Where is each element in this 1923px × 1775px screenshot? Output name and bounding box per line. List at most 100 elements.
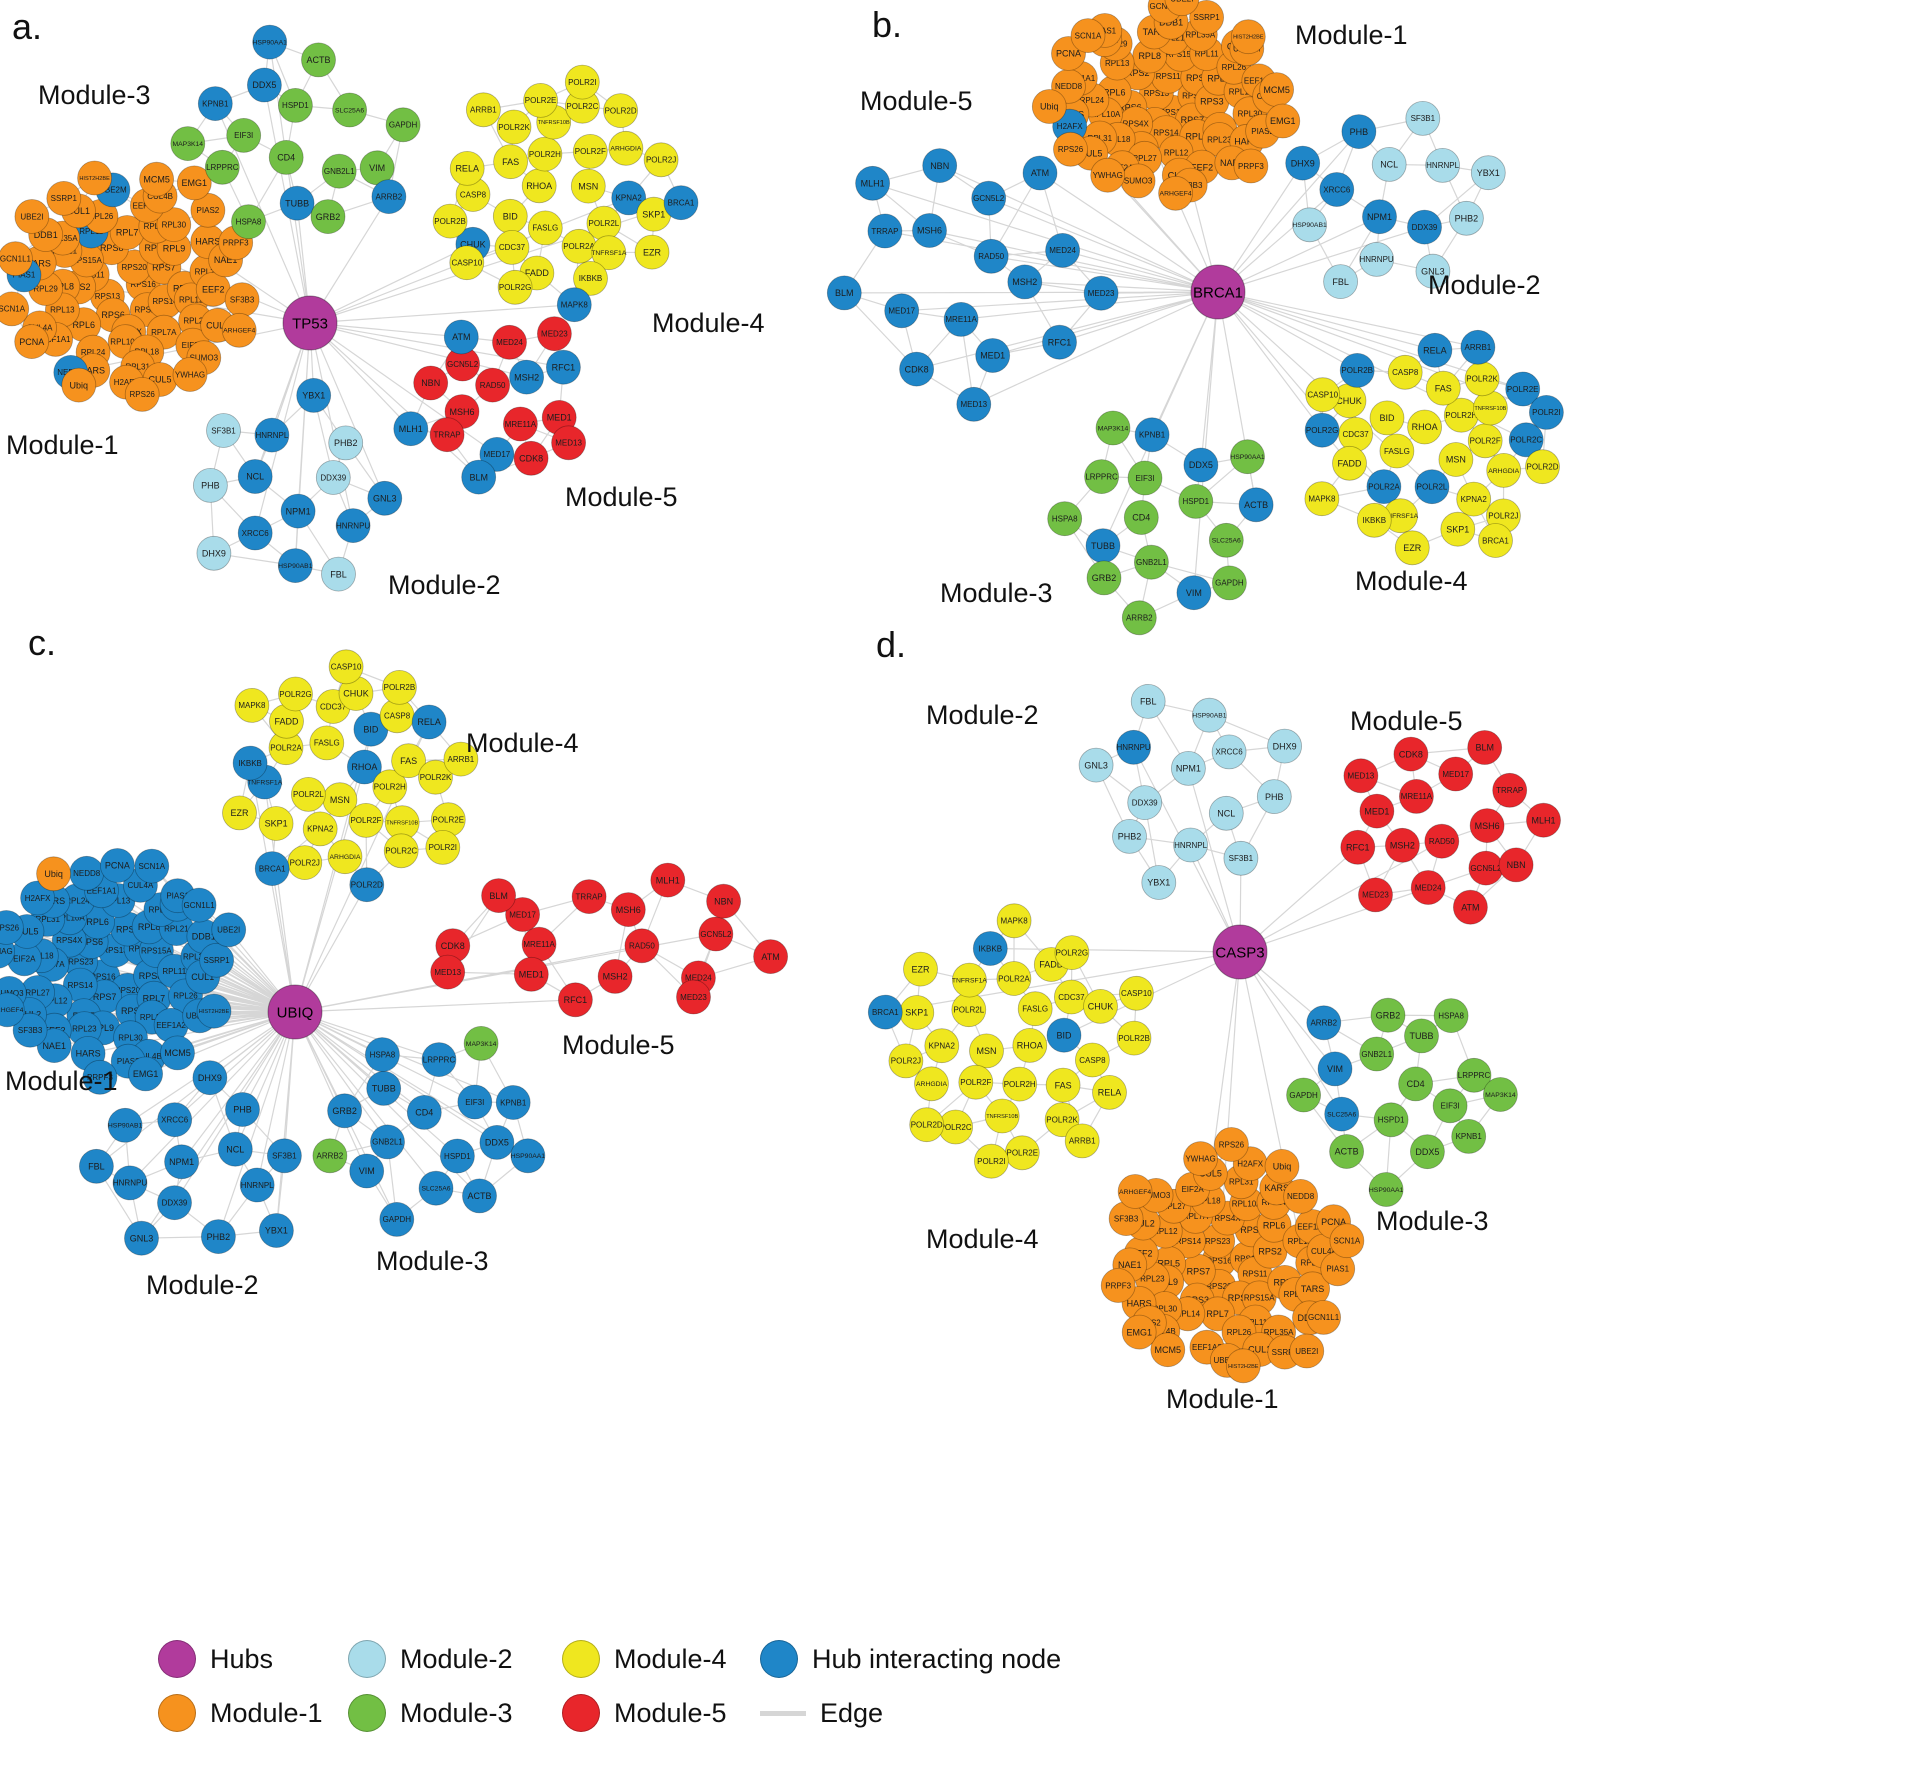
node-label: NCL bbox=[246, 472, 264, 482]
node-label: NBN bbox=[421, 378, 440, 388]
node-label: SF3B3 bbox=[18, 1026, 43, 1035]
edge-swatch bbox=[760, 1710, 806, 1716]
node-CASP8 bbox=[1387, 354, 1423, 390]
node-label: SF3B1 bbox=[211, 426, 236, 435]
node-label: MSH6 bbox=[616, 905, 641, 915]
node-label: CUL4A bbox=[1311, 1247, 1337, 1256]
node-UBE2I bbox=[14, 199, 50, 234]
node-label: PHB2 bbox=[207, 1232, 231, 1242]
node-LRPPRC bbox=[204, 149, 240, 185]
node-HIST2H2BE bbox=[196, 993, 232, 1029]
node-label: RPS6 bbox=[1118, 102, 1142, 112]
node-label: CDK8 bbox=[1399, 749, 1423, 759]
node-MRE11A bbox=[943, 301, 979, 337]
node-label: RPS4X bbox=[1123, 119, 1150, 128]
node-label: GAPDH bbox=[1215, 579, 1244, 588]
node-MSH2 bbox=[509, 359, 544, 395]
node-label: MED1 bbox=[1364, 806, 1389, 816]
node-label: RPS7 bbox=[93, 992, 117, 1002]
node-MED23 bbox=[676, 979, 711, 1015]
node-label: RPS3 bbox=[144, 243, 168, 253]
node-HIST2H2BE bbox=[77, 160, 112, 196]
node-POLR2C bbox=[1508, 422, 1544, 458]
node-MED23 bbox=[1083, 275, 1119, 311]
node-ARRB1 bbox=[1460, 329, 1496, 365]
hub-node-CASP3 bbox=[1212, 924, 1268, 980]
node-label: DHX9 bbox=[202, 548, 226, 558]
node-MAP3K14 bbox=[170, 126, 206, 162]
node-label: RPS2 bbox=[1126, 68, 1150, 78]
node-label: DDX39 bbox=[1412, 223, 1438, 232]
node-label: GCN1L1 bbox=[1150, 2, 1182, 11]
node-label: RPS13 bbox=[102, 946, 128, 955]
node-label: GRB2 bbox=[1092, 573, 1117, 583]
node-label: MED23 bbox=[1088, 289, 1115, 298]
node-label: RPL8 bbox=[138, 922, 161, 932]
node-ARRB2 bbox=[1121, 600, 1157, 636]
node-label: YBX1 bbox=[1477, 168, 1500, 178]
node-POLR2I bbox=[974, 1143, 1009, 1179]
node-label: EIF2A bbox=[1181, 1185, 1204, 1194]
node-label: FASLG bbox=[1384, 447, 1410, 456]
node-label: POLR2H bbox=[1445, 411, 1477, 420]
node-label: POLR2A bbox=[1368, 482, 1400, 491]
node-ACTB bbox=[1329, 1134, 1364, 1169]
node-SF3B1 bbox=[206, 413, 241, 448]
node-ATM bbox=[753, 939, 788, 974]
node-ARHGDIA bbox=[1486, 452, 1522, 488]
node-MAP3K14 bbox=[1483, 1077, 1518, 1112]
node-label: RPS8 bbox=[1186, 73, 1210, 83]
node-label: PCNA bbox=[1056, 49, 1081, 59]
node-UBE2I bbox=[1164, 0, 1200, 17]
node-label: ARRB1 bbox=[448, 755, 475, 764]
node-label: HNRNPL bbox=[241, 1181, 274, 1190]
node-label: RPS14 bbox=[68, 981, 94, 990]
node-MSN bbox=[570, 168, 606, 204]
node-label: MSH2 bbox=[1390, 840, 1415, 850]
node-label: CUL2 bbox=[1132, 1218, 1155, 1228]
node-label: MRE11A bbox=[505, 420, 537, 429]
node-label: MED23 bbox=[1362, 891, 1389, 900]
node-label: MRE11A bbox=[1401, 792, 1433, 801]
node-CD4 bbox=[1123, 500, 1159, 535]
node-label: KPNA2 bbox=[616, 194, 643, 203]
legend-item-module-2: Module-2 bbox=[348, 1640, 562, 1678]
node-MED24 bbox=[1045, 232, 1080, 268]
node-LRPPRC bbox=[1084, 459, 1119, 495]
node-GNB2L1 bbox=[1359, 1036, 1395, 1072]
node-label: RPS2 bbox=[1258, 1246, 1282, 1256]
hub-swatch bbox=[158, 1640, 196, 1678]
node-SLC25A6 bbox=[418, 1170, 454, 1206]
node-HNRNPL bbox=[254, 417, 290, 453]
node-NBN bbox=[413, 365, 449, 401]
node-DHX9 bbox=[1285, 145, 1321, 181]
node-label: POLR2D bbox=[351, 881, 383, 890]
node-EMG1 bbox=[1265, 103, 1301, 139]
node-Ubiq bbox=[36, 856, 71, 892]
node-label: RPS4X bbox=[56, 936, 83, 945]
node-label: HSP90AB1 bbox=[278, 563, 313, 570]
node-ARRB1 bbox=[465, 92, 501, 128]
node-label: NBN bbox=[930, 161, 949, 171]
node-FASLG bbox=[1017, 991, 1053, 1027]
node-EMG1 bbox=[1121, 1314, 1157, 1350]
node-label: RPS26 bbox=[0, 923, 20, 932]
node-label: ATM bbox=[761, 952, 779, 962]
node-POLR2F bbox=[348, 803, 384, 838]
node-label: DDB1 bbox=[192, 932, 216, 942]
node-label: DDX5 bbox=[1189, 460, 1213, 470]
module-edges bbox=[1303, 1014, 1501, 1191]
node-RFC1 bbox=[558, 982, 593, 1018]
node-BID bbox=[1046, 1017, 1082, 1053]
node-label: SF3B1 bbox=[1229, 854, 1254, 863]
node-label: YWHAG bbox=[0, 947, 13, 956]
node-KPNB1 bbox=[495, 1085, 531, 1120]
node-POLR2B bbox=[1339, 352, 1375, 388]
hub-node-TP53 bbox=[282, 295, 338, 351]
node-label: EEF1A2 bbox=[156, 1021, 186, 1030]
node-label: POLR2B bbox=[1118, 1034, 1150, 1043]
node-label: NPM1 bbox=[286, 506, 311, 516]
node-label: FBL bbox=[1332, 277, 1349, 287]
node-MSN bbox=[969, 1033, 1004, 1069]
